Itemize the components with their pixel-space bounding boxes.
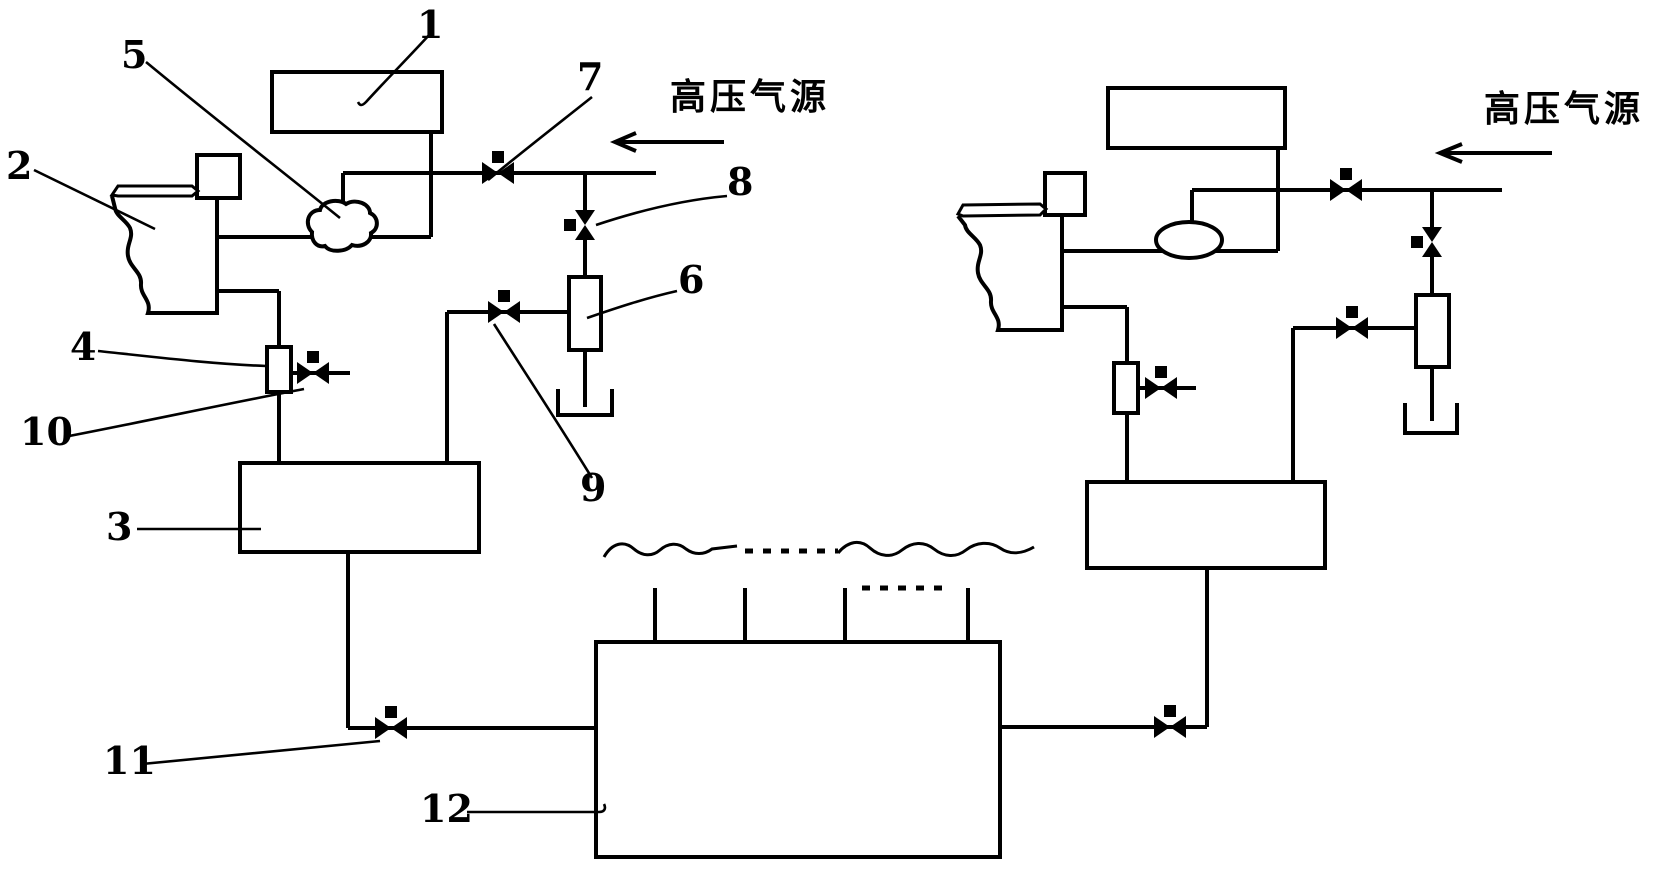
callout-3: 3: [106, 504, 133, 549]
leader-11: [141, 739, 381, 766]
left-collection-tank-3: [238, 461, 481, 554]
leader-4: [97, 349, 267, 368]
left-arrow-head: [609, 131, 637, 153]
collector-inlet-stubs: [653, 588, 970, 642]
left-valve9-branch-line: [445, 310, 569, 463]
valve-10-icon: [297, 351, 329, 384]
valve-8-icon: [564, 210, 595, 240]
leader-9: [492, 323, 594, 479]
left-control-box-1: [270, 70, 444, 134]
callout-2: 2: [6, 143, 33, 188]
right-drain-cup: [1403, 403, 1459, 435]
gas-source-label-right: 高压气源: [1484, 89, 1645, 130]
right-valve-11-icon: [1154, 705, 1186, 738]
callout-12: 12: [420, 786, 473, 831]
callout-9: 9: [580, 465, 607, 510]
callout-10: 10: [20, 409, 73, 454]
toilet-right-bowl-outline: [956, 214, 1064, 332]
valve-7-icon: [482, 151, 514, 184]
left-drain-cup: [556, 389, 614, 417]
toilet-right-cistern: [1043, 171, 1087, 217]
left-flow-arrow-icon: [609, 131, 724, 153]
leader-6: [586, 289, 678, 320]
wavy-break-line-left: [602, 542, 738, 558]
gas-source-label-left: 高压气源: [670, 77, 831, 118]
right-valve-10-icon: [1145, 366, 1177, 399]
callout-8: 8: [727, 159, 754, 204]
right-valve-8-icon: [1411, 227, 1442, 257]
leader-7: [487, 95, 593, 182]
right-sewage-drop-line: [1062, 305, 1129, 482]
toilet-right-seat: [955, 202, 1049, 218]
left-sewage-drop-line: [217, 289, 281, 463]
callout-1: 1: [417, 2, 444, 47]
toilet-left-bowl-outline: [110, 195, 219, 315]
valve-11-icon: [375, 706, 407, 739]
toilet-right: [955, 171, 1087, 332]
leader-8: [595, 194, 728, 227]
left-separator-6: [567, 275, 603, 352]
right-valve-9-icon: [1336, 306, 1368, 339]
callout-7: 7: [577, 54, 604, 99]
toilet-left: [109, 153, 242, 315]
right-valve-branch-line: [1291, 326, 1416, 482]
leader-12: [467, 803, 607, 814]
leader-5: [145, 60, 341, 220]
right-toilet-unit: [955, 86, 1502, 738]
left-filter-4: [265, 345, 293, 394]
right-tank-discharge-pipe: [1000, 568, 1209, 729]
wavy-break-line-right: [836, 540, 1035, 557]
toilet-left-cistern: [195, 153, 242, 200]
gas-source-arrows: [609, 131, 1552, 164]
right-filter: [1112, 361, 1140, 415]
right-separator: [1414, 293, 1451, 369]
right-collection-tank: [1085, 480, 1327, 570]
central-vacuum-tank-12: [594, 640, 1002, 859]
callout-leaders: [33, 33, 728, 814]
left-tank-discharge-pipe: [346, 552, 596, 730]
right-arrow-head: [1434, 142, 1463, 164]
callout-4: 4: [70, 324, 97, 369]
leader-1: [356, 33, 431, 107]
right-valve-7-icon: [1330, 168, 1362, 201]
leader-10: [63, 387, 305, 439]
left-toilet-unit: [109, 70, 656, 739]
right-muffler-ellipse: [1154, 220, 1224, 260]
right-flow-arrow-icon: [1434, 142, 1552, 164]
left-muffler-cloud-5: [305, 198, 379, 253]
valve-9-icon: [488, 290, 520, 323]
toilet-left-seat: [109, 184, 201, 198]
leader-2: [33, 168, 156, 231]
central-collector-group: [594, 540, 1035, 859]
callout-11: 11: [103, 738, 156, 783]
callout-6: 6: [678, 257, 705, 302]
callout-5: 5: [121, 32, 148, 77]
right-control-box: [1106, 86, 1287, 150]
